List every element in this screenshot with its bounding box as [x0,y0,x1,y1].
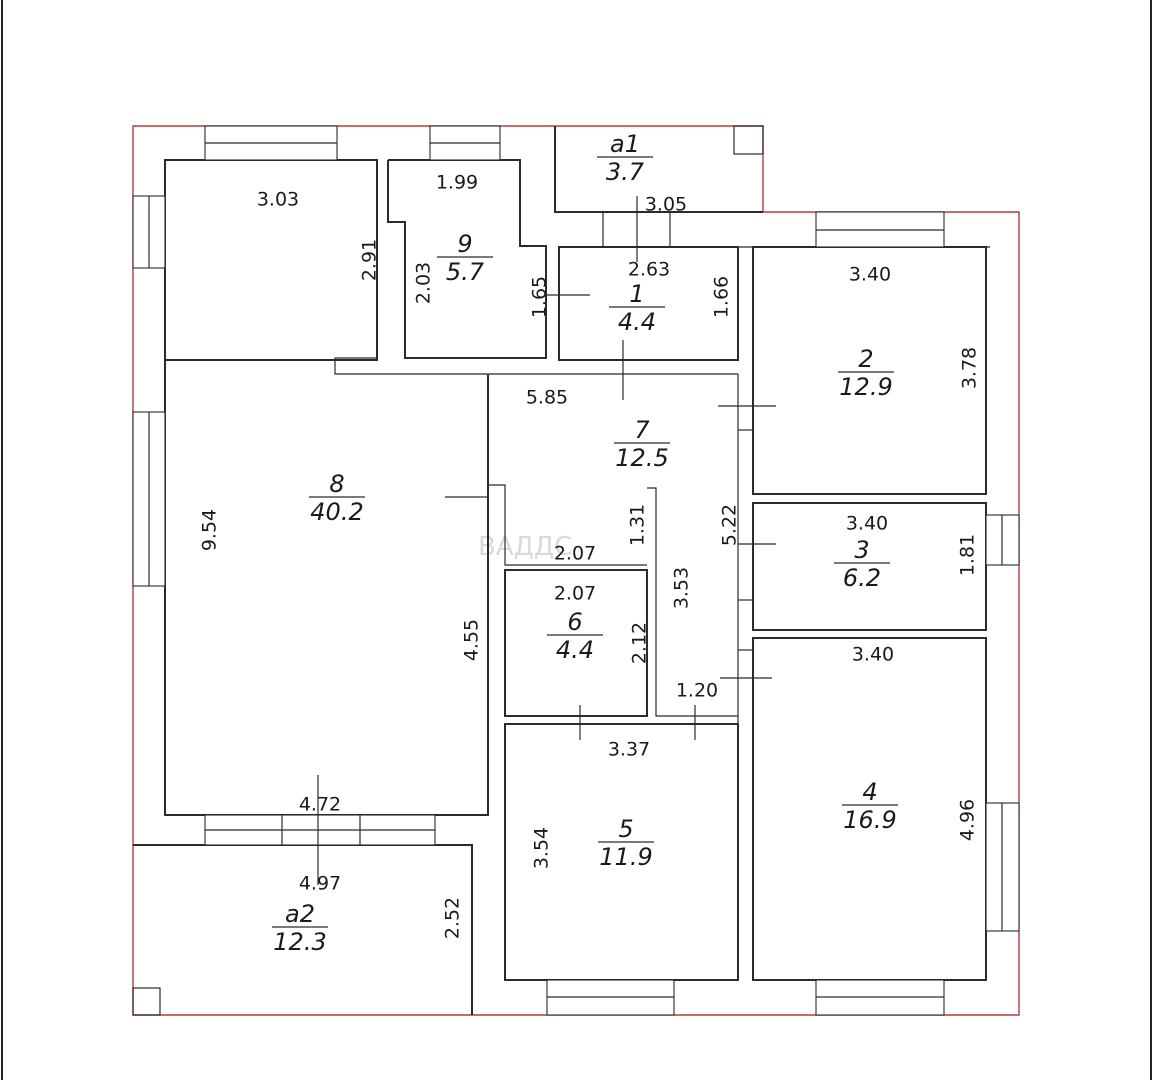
dimension-label: 3.03 [257,189,299,211]
room-number: 2 [858,345,873,373]
room-number: a2 [285,900,315,928]
dimension-label: 5.85 [526,387,568,409]
dimension-label: 3.53 [671,567,693,609]
dimension-label: 1.81 [957,534,979,576]
room-area: 12.9 [839,373,892,401]
dimension-label: 4.72 [299,794,341,816]
dimension-label: 3.40 [852,644,894,666]
dimension-label: 2.63 [628,259,670,281]
walls [132,125,990,1016]
dimension-label: 4.97 [299,873,341,895]
dimension-label: 2.91 [359,239,381,281]
room-number: 1 [629,280,644,308]
dimension-label: 3.40 [849,264,891,286]
room-area: 11.9 [599,843,652,871]
room-area: 12.3 [273,928,326,956]
dimension-label: 1.66 [711,276,733,318]
door-markers [317,196,776,885]
room-area: 3.7 [606,158,645,186]
room-area: 4.4 [556,636,594,664]
dimension-label: 5.22 [719,504,741,546]
dimension-label: 3.40 [846,513,888,535]
dimension-labels: 3.03 1.99 3.05 2.91 2.03 1.65 2.63 1.66 3.40 3.78… [199,172,981,940]
room-number: 7 [634,416,650,444]
room-number: a1 [610,130,640,158]
dimension-label: 1.20 [676,680,718,702]
dimension-label: 2.52 [442,897,464,939]
dimension-label: 3.78 [959,347,981,389]
room-labels: a13.795.714.4212.9840.2712.536.264.4416.… [272,130,898,956]
dimension-label: 1.31 [627,504,649,546]
dimension-label: 4.55 [461,619,483,661]
dimension-label: 1.65 [529,276,551,318]
windows [132,125,1020,1016]
room-number: 5 [618,815,633,843]
dimension-label: 2.07 [554,543,596,565]
room-area: 16.9 [843,806,896,834]
room-number: 3 [854,536,869,564]
dimension-label: 4.96 [957,799,979,841]
room-number: 8 [329,470,344,498]
dimension-label: 2.03 [413,262,435,304]
dimension-label: 3.54 [531,827,553,869]
room-area: 4.4 [618,308,656,336]
room-number: 9 [457,230,472,258]
room-area: 12.5 [615,444,668,472]
dimension-label: 1.99 [436,172,478,194]
dimension-label: 3.05 [645,194,687,216]
room-area: 5.7 [446,258,485,286]
dimension-label: 2.07 [554,583,596,605]
room-area: 40.2 [310,498,363,526]
room-area: 6.2 [843,564,881,592]
dimension-label: 9.54 [199,509,221,551]
watermark-text: ВАДДС [478,532,572,562]
room-number: 6 [567,608,582,636]
dimension-label: 2.12 [629,622,651,664]
room-number: 4 [862,778,877,806]
dimension-label: 3.37 [608,739,650,761]
